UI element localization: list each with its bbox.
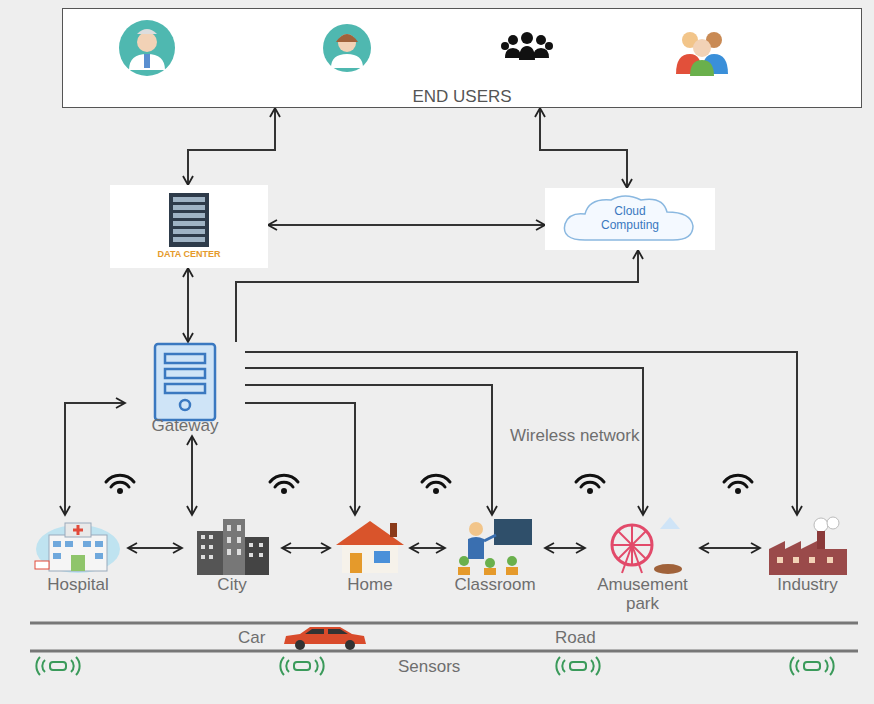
icon <box>330 515 410 575</box>
city-node: City <box>182 515 282 594</box>
cloud-computing: Cloud Computing <box>545 188 715 250</box>
icon <box>33 515 123 575</box>
connector-arrow <box>540 108 627 188</box>
text-label: Car <box>236 628 267 648</box>
end-users-box: END USERS <box>62 8 862 108</box>
connector-arrow <box>245 385 492 515</box>
node-label: END USERS <box>63 87 861 107</box>
icon <box>149 342 221 422</box>
icon <box>763 515 853 575</box>
gateway-box: Gateway <box>125 342 245 436</box>
car-icon <box>284 627 366 650</box>
node-label: Classroom <box>445 575 545 594</box>
road-line <box>30 622 858 625</box>
icon <box>598 515 688 575</box>
icon <box>450 515 540 575</box>
node-label: Amusement park <box>585 575 700 613</box>
connector-arrow <box>65 403 125 515</box>
node-label: Hospital <box>28 575 128 594</box>
amusement-park-node: Amusement park <box>585 515 700 613</box>
node-label: Industry <box>760 575 855 594</box>
connector-arrow <box>187 268 189 342</box>
connector-arrow <box>410 547 445 549</box>
text-label: Sensors <box>396 657 462 677</box>
connector-arrow <box>128 547 182 549</box>
icon <box>157 191 221 249</box>
home-node: Home <box>330 515 410 594</box>
text-label: Road <box>553 628 598 648</box>
connector-arrow <box>282 547 330 549</box>
connector-arrow <box>245 403 355 515</box>
text-label: Wireless network <box>508 426 641 446</box>
hospital-node: Hospital <box>28 515 128 594</box>
node-label: DATA CENTER <box>110 249 268 259</box>
connector-arrow <box>545 547 585 549</box>
connector-arrow <box>245 352 797 515</box>
node-label: Gateway <box>125 416 245 436</box>
node-label: Home <box>330 575 410 594</box>
connector-arrow <box>268 224 545 226</box>
connector-arrow <box>236 250 638 342</box>
connector-arrow <box>700 547 760 549</box>
connector-arrow <box>245 368 643 515</box>
icon <box>82 17 842 79</box>
connector-arrow <box>188 108 275 185</box>
node-label: City <box>182 575 282 594</box>
classroom-node: Classroom <box>445 515 545 594</box>
wifi-symbols <box>106 475 752 492</box>
road-line <box>30 650 858 653</box>
connector-arrow <box>191 436 193 515</box>
data-center-box: DATA CENTER <box>110 185 268 268</box>
industry-node: Industry <box>760 515 855 594</box>
icon <box>187 515 277 575</box>
node-label: Cloud Computing <box>590 204 670 232</box>
